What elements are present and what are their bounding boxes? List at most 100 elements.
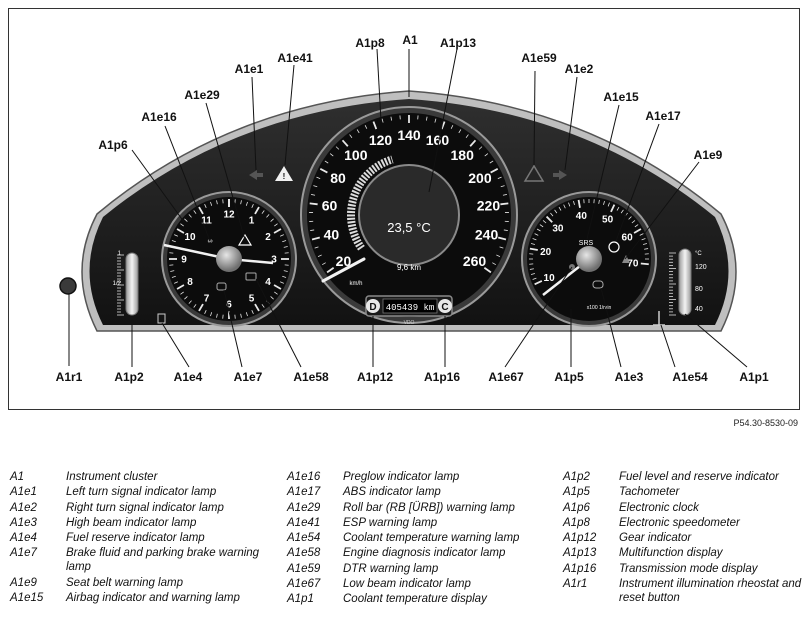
legend-code: A1e3 <box>10 516 37 529</box>
legend-description: Coolant temperature warning lamp <box>343 532 520 545</box>
dial-tick <box>310 229 315 231</box>
dial-tick <box>633 228 642 234</box>
dial-tick <box>254 303 260 312</box>
dial-tick <box>478 146 483 150</box>
dial-tick <box>532 238 537 241</box>
dial-tick <box>542 220 547 224</box>
dial-label: 12 <box>223 210 235 221</box>
dial-tick <box>577 199 581 208</box>
clock-hub <box>216 246 242 272</box>
dial-tick <box>251 204 254 209</box>
roll-bar-warning-icon <box>237 233 253 246</box>
dial-label: 30 <box>552 223 564 234</box>
dial-tick <box>598 199 600 204</box>
legend-code: A1e1 <box>10 486 37 499</box>
dial-tick <box>184 218 188 222</box>
callout-label: A1e2 <box>565 62 594 76</box>
legend-description: Fuel reserve indicator lamp <box>66 532 205 545</box>
dial-tick <box>372 121 378 130</box>
dial-tick <box>273 228 282 234</box>
dial-tick <box>534 233 539 236</box>
coolant-unit: °C <box>695 251 702 257</box>
fuel-pump-icon <box>157 313 166 324</box>
speed-needle <box>321 257 366 283</box>
callout-label: A1e7 <box>234 370 263 384</box>
dial-tick <box>254 206 260 215</box>
callout-label: A1e67 <box>488 370 524 384</box>
dial-label: 220 <box>477 198 501 214</box>
dial-tick <box>329 153 334 157</box>
dial-tick <box>266 214 270 218</box>
trip-readout: 9,6 km <box>397 263 421 272</box>
dial-tick <box>283 270 288 272</box>
dial-tick <box>484 153 489 157</box>
dial-tick <box>170 270 175 272</box>
dial-tick <box>496 254 501 257</box>
dial-tick <box>364 124 368 129</box>
legend-code: A1p12 <box>563 532 597 545</box>
coolant-label: 80 <box>695 286 703 293</box>
callout-label: A1p8 <box>355 36 385 50</box>
figure-reference: P54.30-8530-09 <box>733 418 798 428</box>
dial-tick <box>279 281 284 284</box>
dial-tick <box>349 134 353 139</box>
legend-code: A1p16 <box>563 562 597 575</box>
legend-code: A1r1 <box>563 578 588 591</box>
legend-code: A1e7 <box>10 547 37 560</box>
legend-code: A1e4 <box>10 532 37 545</box>
dial-tick <box>563 204 566 209</box>
dial-tick <box>317 254 322 257</box>
dial-tick <box>458 129 462 134</box>
multifunction-display <box>358 164 460 266</box>
legend-description: Preglow indicator lamp <box>343 471 460 483</box>
dial-tick <box>536 228 541 232</box>
dial-tick <box>631 220 636 224</box>
dial-label: 180 <box>451 147 475 163</box>
dial-tick <box>210 312 213 317</box>
callout-label: A1p2 <box>114 370 144 384</box>
dial-tick <box>193 304 197 308</box>
legend-row: A1p12 Gear indicator <box>563 531 808 545</box>
dial-tick <box>489 160 494 164</box>
dial-tick <box>313 185 318 188</box>
tach-unit: x100 1/min <box>587 305 612 311</box>
dial-tick <box>469 139 477 147</box>
dial-tick <box>532 277 537 280</box>
dial-tick <box>573 200 575 206</box>
dial-tick <box>628 216 632 220</box>
callout-label: A1e17 <box>645 109 681 123</box>
brand-logo: VDO <box>404 320 415 326</box>
legend-description: Instrument illumination rheostat and res… <box>619 578 802 605</box>
legend-code: A1e17 <box>287 486 321 499</box>
dial-tick <box>610 204 616 213</box>
legend-description: Gear indicator <box>619 532 692 545</box>
dial-tick <box>240 313 242 318</box>
dial-tick <box>434 118 437 123</box>
legend-description: Fuel level and reserve indicator <box>619 471 779 483</box>
dial-tick <box>545 215 553 223</box>
dial-tick <box>390 116 393 121</box>
dial-tick <box>497 236 507 241</box>
dial-tick <box>245 201 248 206</box>
dial-tick <box>639 233 644 236</box>
dial-tick <box>210 201 213 206</box>
dial-label: 4 <box>265 277 271 288</box>
legend-code: A1e67 <box>287 578 321 591</box>
legend-description: Brake fluid and parking brake warning la… <box>66 547 260 574</box>
dial-tick <box>274 291 278 295</box>
high-beam-icon <box>592 280 604 289</box>
